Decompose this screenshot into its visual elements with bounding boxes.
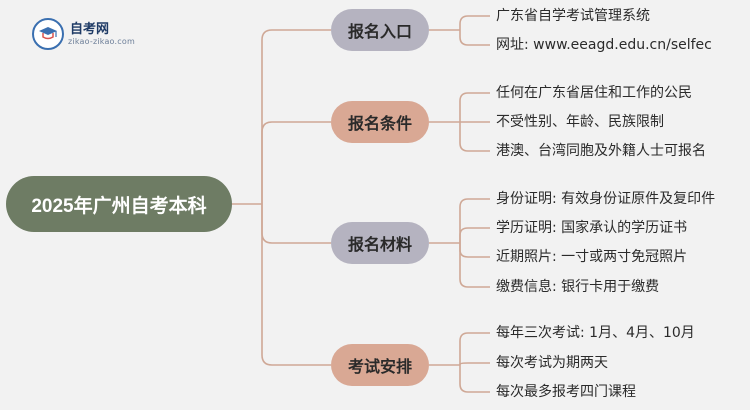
leaf-item: 不受性别、年龄、民族限制: [496, 114, 664, 130]
branch-node-exam-schedule: 考试安排: [331, 344, 429, 386]
branch-node-registration-conditions: 报名条件: [331, 101, 429, 143]
leaf-item: 广东省自学考试管理系统: [496, 8, 650, 24]
branch-node-registration-materials: 报名材料: [331, 222, 429, 264]
leaf-item: 每年三次考试: 1月、4月、10月: [496, 325, 695, 341]
leaf-item: 任何在广东省居住和工作的公民: [496, 85, 692, 101]
leaf-item: 每次考试为期两天: [496, 355, 608, 371]
graduation-cap-icon: [32, 18, 64, 50]
connector-branch-3: [261, 204, 331, 244]
connector-branch-1: [261, 29, 331, 204]
site-logo[interactable]: 自考网 zikao-zikao.com: [32, 14, 142, 54]
connector-branch-4: [261, 204, 331, 366]
leaf-item: 网址: www.eeagd.edu.cn/selfec: [496, 37, 712, 53]
root-node: 2025年广州自考本科: [6, 176, 232, 232]
connector-branch-2: [261, 121, 331, 204]
logo-url: zikao-zikao.com: [68, 37, 135, 46]
leaf-item: 每次最多报考四门课程: [496, 384, 636, 400]
leaf-item: 港澳、台湾同胞及外籍人士可报名: [496, 143, 706, 159]
branch-node-registration-entry: 报名入口: [331, 9, 429, 51]
leaf-item: 缴费信息: 银行卡用于缴费: [496, 279, 660, 295]
leaf-item: 身份证明: 有效身份证原件及复印件: [496, 191, 716, 207]
leaf-item: 近期照片: 一寸或两寸免冠照片: [496, 249, 688, 265]
leaf-item: 学历证明: 国家承认的学历证书: [496, 220, 688, 236]
logo-name: 自考网: [70, 22, 110, 37]
